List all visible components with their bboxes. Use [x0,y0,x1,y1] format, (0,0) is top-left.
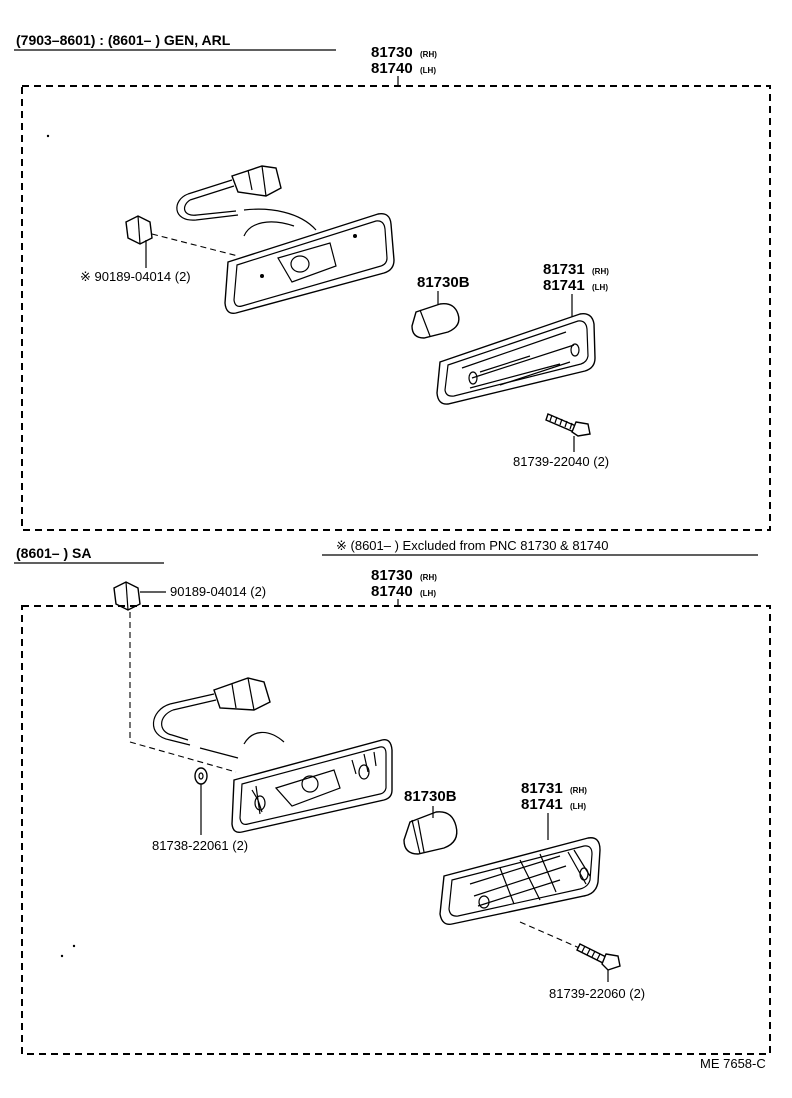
s2-lens-pnc-rh: 81731 [521,780,563,797]
s2-clip-label: 90189-04014 (2) [170,584,266,599]
s2-assembly-lh-tag: (LH) [420,589,436,598]
section-sa: (8601– ) SA ※ (8601– ) Excluded from PNC… [14,538,771,1055]
section-2-heading: (8601– ) SA [16,545,91,561]
s2-washer-label: 81738-22061 (2) [152,838,248,853]
s1-assembly-pnc-rh: 81730 [371,44,413,61]
s1-bulb-label: 81730B [417,274,470,291]
s1-screw-label: 81739-22040 (2) [513,454,609,469]
s1-lens-rh-tag: (RH) [592,267,609,276]
connector-icon [176,165,317,237]
section-gen-arl: (7903–8601) : (8601– ) GEN, ARL 81730 (R… [14,32,771,531]
bulb-icon [403,811,458,855]
lamp-housing-icon [231,739,393,834]
s2-assembly-rh-tag: (RH) [420,573,437,582]
bulb-icon [411,303,460,339]
washer-icon [194,767,208,785]
s2-screw-label: 81739-22060 (2) [549,986,645,1001]
s1-assembly-rh-tag: (RH) [420,50,437,59]
lens-icon [436,313,596,405]
clip-icon [125,215,153,268]
lens-icon [439,837,601,925]
s1-clip-label: ※ 90189-04014 (2) [80,269,191,284]
section-1-heading: (7903–8601) : (8601– ) GEN, ARL [16,32,231,48]
screw-icon [576,943,621,971]
section-2-note: ※ (8601– ) Excluded from PNC 81730 & 817… [336,538,609,553]
s1-lens-pnc-lh: 81741 [543,277,585,294]
clip-icon [113,581,141,611]
s2-assembly-pnc-rh: 81730 [371,567,413,584]
section-1-frame [21,85,771,531]
s1-assembly-pnc-lh: 81740 [371,60,413,77]
s2-lens-lh-tag: (LH) [570,802,586,811]
figure-code: ME 7658-C [700,1056,766,1071]
section-1-assembly-label: 81730 (RH) 81740 (LH) [371,44,437,86]
screw-icon [545,413,591,437]
s1-assembly-lh-tag: (LH) [420,66,436,75]
s1-lens-lh-tag: (LH) [592,283,608,292]
s1-lens-pnc-rh: 81731 [543,261,585,278]
s2-bulb-label: 81730B [404,788,457,805]
s2-lens-pnc-lh: 81741 [521,796,563,813]
s2-lens-rh-tag: (RH) [570,786,587,795]
s2-assembly-pnc-lh: 81740 [371,583,413,600]
section-2-assembly-label: 81730 (RH) 81740 (LH) [371,567,437,606]
section-2-frame [21,605,771,1055]
connector-icon [152,677,285,759]
lamp-housing-icon [224,213,395,314]
